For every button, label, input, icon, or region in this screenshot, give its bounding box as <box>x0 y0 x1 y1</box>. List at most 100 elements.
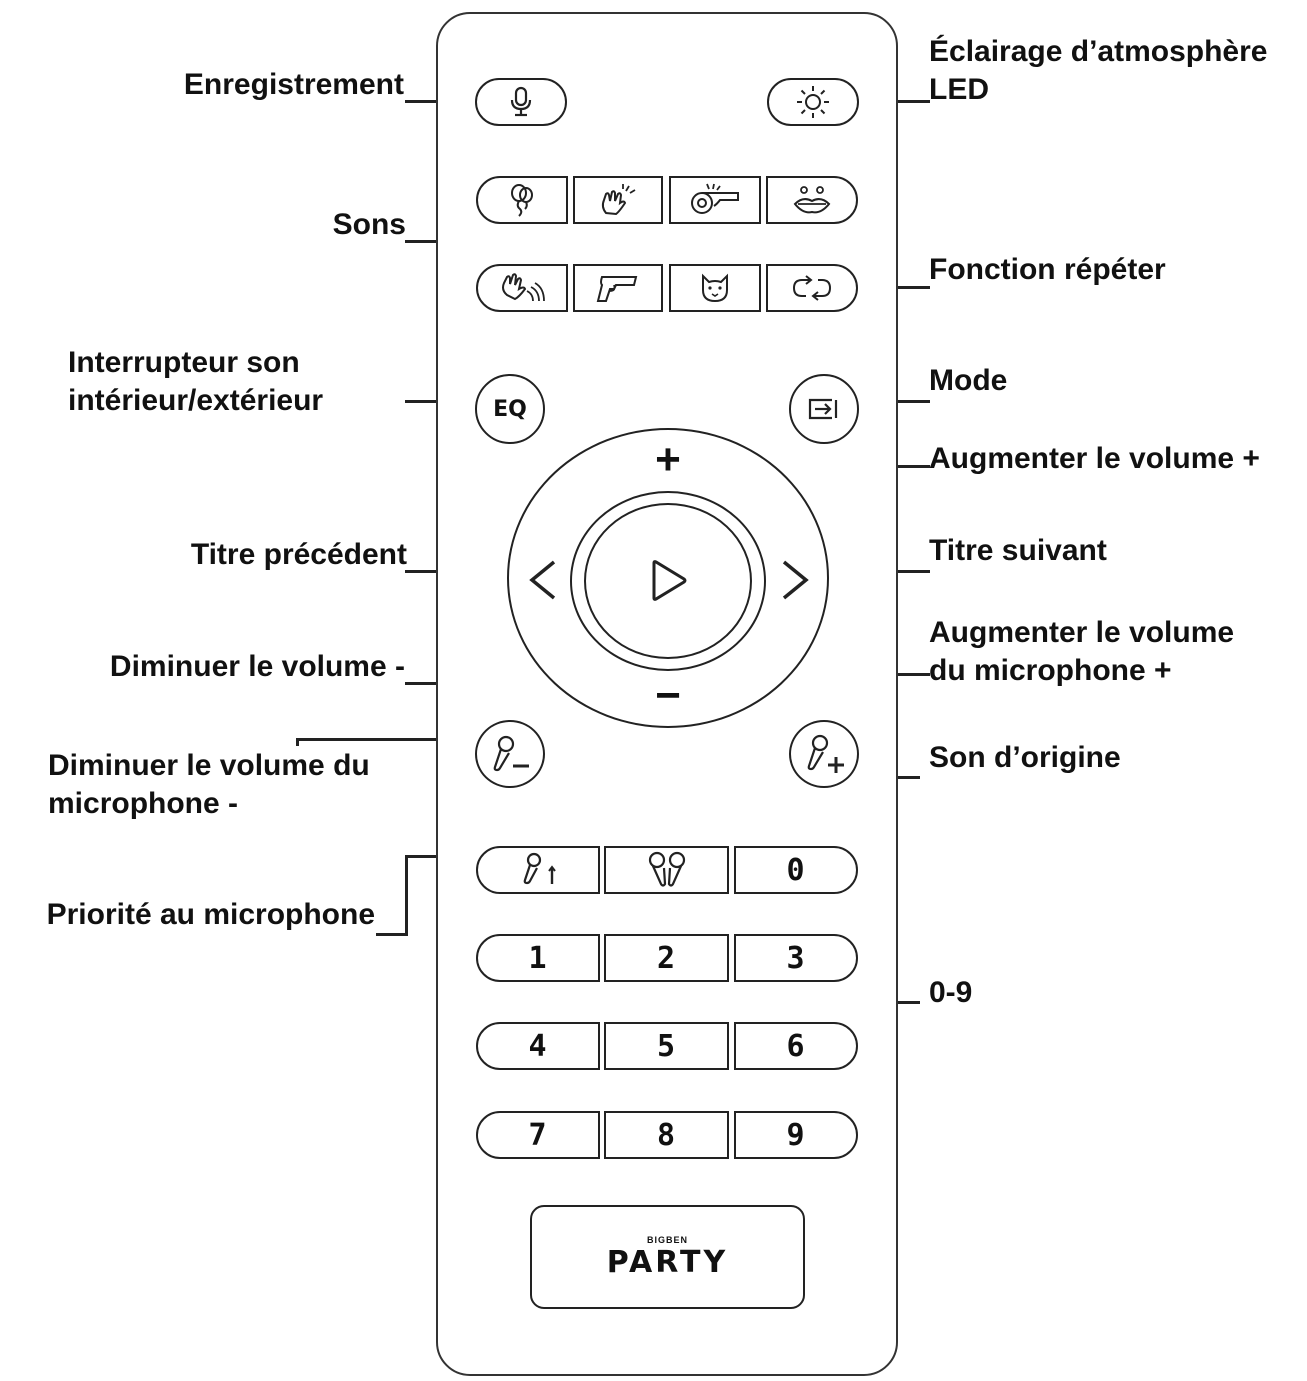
duet-button[interactable] <box>604 846 729 894</box>
sound-balloon-button[interactable] <box>476 176 568 224</box>
clapping-hands-icon <box>601 184 636 216</box>
digit-1-label: 1 <box>528 940 548 976</box>
mic-priority-button[interactable] <box>476 846 600 894</box>
sound-whistle-button[interactable] <box>669 176 761 224</box>
sound-cat-button[interactable] <box>669 264 761 312</box>
play-button-outer-ring <box>570 491 766 671</box>
record-button[interactable] <box>475 78 567 126</box>
pistol-icon <box>596 276 638 302</box>
digit-0-label: 0 <box>786 852 806 888</box>
label-mic-volume-down-line1: Diminuer le volume du <box>48 749 370 782</box>
label-mic-volume-down: Diminuer le volume du microphone - <box>48 747 370 823</box>
volume-down-symbol: − <box>655 671 681 720</box>
eq-button[interactable]: EQ <box>475 374 545 444</box>
label-led-line2: LED <box>929 73 989 106</box>
digit-4-label: 4 <box>528 1028 548 1064</box>
sound-wave-button[interactable] <box>476 264 568 312</box>
label-sounds: Sons <box>332 208 406 241</box>
kiss-lips-icon <box>793 186 831 214</box>
digit-7-button[interactable]: 7 <box>476 1111 600 1159</box>
previous-track-button[interactable] <box>518 550 568 610</box>
brand-maker-text: BIGBEN <box>646 1234 688 1245</box>
mic-volume-down-button[interactable] <box>475 720 545 788</box>
digit-6-label: 6 <box>786 1028 806 1064</box>
digit-3-button[interactable]: 3 <box>734 934 858 982</box>
leader-led <box>898 100 930 103</box>
input-mode-icon <box>808 398 838 420</box>
leader-indoor-outdoor <box>405 400 437 403</box>
sound-kiss-button[interactable] <box>766 176 858 224</box>
digit-9-button[interactable]: 9 <box>734 1111 858 1159</box>
digit-3-label: 3 <box>786 940 806 976</box>
volume-down-button[interactable]: − <box>640 672 696 720</box>
digit-2-button[interactable]: 2 <box>604 934 729 982</box>
repeat-icon <box>792 275 832 301</box>
mode-button[interactable] <box>789 374 859 444</box>
mic-minus-icon <box>493 735 529 772</box>
mic-volume-up-button[interactable] <box>789 720 859 788</box>
label-indoor-outdoor-line2: intérieur/extérieur <box>68 384 324 417</box>
next-track-button[interactable] <box>770 550 820 610</box>
two-microphones-icon <box>648 851 685 887</box>
digit-6-button[interactable]: 6 <box>734 1022 858 1070</box>
digit-5-button[interactable]: 5 <box>604 1022 729 1070</box>
chevron-left-icon <box>529 560 556 600</box>
digit-5-label: 5 <box>656 1028 677 1064</box>
volume-up-symbol: + <box>655 435 681 484</box>
label-repeat: Fonction répéter <box>929 253 1166 286</box>
label-next: Titre suivant <box>929 534 1107 567</box>
label-led-line1: Éclairage d’atmosphère <box>929 35 1268 68</box>
label-mic-volume-up: Augmenter le volume du microphone + <box>929 614 1234 690</box>
label-indoor-outdoor: Interrupteur son intérieur/extérieur <box>68 344 323 420</box>
digit-8-button[interactable]: 8 <box>604 1111 729 1159</box>
eq-label: EQ <box>493 396 527 422</box>
label-led: Éclairage d’atmosphère LED <box>929 33 1267 109</box>
leader-recording <box>405 100 437 103</box>
label-digits: 0-9 <box>929 976 973 1009</box>
leader-mic-volume-down-v <box>296 738 299 746</box>
digit-4-button[interactable]: 4 <box>476 1022 600 1070</box>
digit-1-button[interactable]: 1 <box>476 934 600 982</box>
repeat-button[interactable] <box>766 264 858 312</box>
label-mic-priority: Priorité au microphone <box>46 898 375 931</box>
label-mic-volume-down-line2: microphone - <box>48 787 239 820</box>
sound-applause-button[interactable] <box>573 176 663 224</box>
leader-mic-priority-v <box>405 855 408 936</box>
sound-gun-button[interactable] <box>573 264 663 312</box>
leader-mode <box>898 400 930 403</box>
balloon-icon <box>511 184 533 217</box>
led-light-button[interactable] <box>767 78 859 126</box>
cat-icon <box>702 273 728 303</box>
label-mic-volume-up-line1: Augmenter le volume <box>929 616 1235 649</box>
digit-0-button[interactable]: 0 <box>734 846 858 894</box>
mic-plus-icon <box>807 734 844 773</box>
leader-volume-down <box>405 682 437 685</box>
digit-9-label: 9 <box>786 1117 806 1153</box>
leader-previous <box>405 570 437 573</box>
label-mic-volume-up-line2: du microphone + <box>929 654 1172 687</box>
leader-mic-priority-a <box>376 933 408 936</box>
leader-mic-priority-b <box>405 855 437 858</box>
label-volume-up: Augmenter le volume + <box>929 442 1260 475</box>
leader-repeat <box>898 286 930 289</box>
play-pause-button[interactable] <box>584 503 752 659</box>
leader-original-sound <box>898 776 920 779</box>
leader-mic-volume-down <box>296 738 437 741</box>
leader-mic-volume-up <box>898 673 930 676</box>
play-icon <box>652 560 687 601</box>
leader-next <box>898 570 930 573</box>
mic-priority-icon <box>523 852 556 885</box>
leader-sounds <box>405 240 437 243</box>
sun-icon <box>797 86 829 118</box>
digit-2-label: 2 <box>656 940 677 976</box>
brand-logo-plate: BIGBEN PARTY <box>530 1205 805 1309</box>
label-original-sound: Son d’origine <box>929 741 1121 774</box>
digit-7-label: 7 <box>528 1117 548 1153</box>
microphone-icon <box>510 86 532 117</box>
brand-product-text: PARTY <box>606 1244 729 1280</box>
label-volume-down: Diminuer le volume - <box>109 650 405 683</box>
volume-up-button[interactable]: + <box>640 436 696 484</box>
whistle-icon <box>691 183 739 214</box>
label-previous: Titre précédent <box>190 538 407 571</box>
digit-8-label: 8 <box>656 1117 677 1153</box>
